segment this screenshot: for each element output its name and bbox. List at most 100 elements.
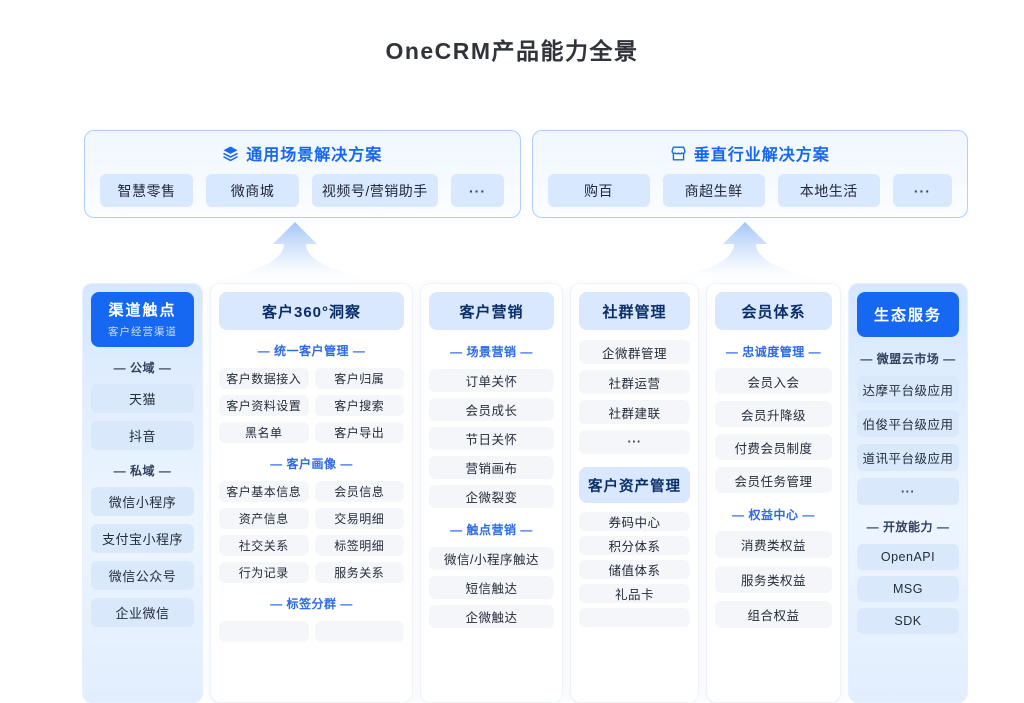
solution-item: 视频号/营销助手 <box>312 174 438 207</box>
capability-item: 交易明细 <box>314 508 404 529</box>
capability-item: 会员成长 <box>429 398 554 421</box>
vertical-solutions-panel: 垂直行业解决方案 购百 商超生鲜 本地生活 ··· <box>531 130 968 218</box>
capability-item: 社群运营 <box>579 370 690 394</box>
capability-item: 行为记录 <box>219 562 309 583</box>
item-list: 消费类权益 服务类权益 组合权益 <box>715 531 832 628</box>
capability-item: 服务类权益 <box>715 566 832 593</box>
up-arrow-right <box>670 222 820 280</box>
capability-item: 企业微信 <box>91 598 194 627</box>
capability-item: 天猫 <box>91 384 194 413</box>
item-grid: 客户数据接入 客户归属 客户资料设置 客户搜索 黑名单 客户导出 <box>219 368 404 443</box>
solution-item-more: ··· <box>892 174 952 207</box>
section-label: — 统一客户管理 — <box>257 344 366 358</box>
capability-item: 会员任务管理 <box>715 467 832 493</box>
capability-item-more: ··· <box>857 478 959 505</box>
capability-item: 伯俊平台级应用 <box>857 410 959 437</box>
capability-item: 付费会员制度 <box>715 434 832 460</box>
capability-item: 社群建联 <box>579 400 690 424</box>
capability-item: 会员入会 <box>715 368 832 394</box>
capability-item: 服务关系 <box>314 562 404 583</box>
capability-item: 抖音 <box>91 421 194 450</box>
capability-item: 组合权益 <box>715 601 832 628</box>
capability-item: 客户基本信息 <box>219 481 309 502</box>
column-header: 生态服务 <box>857 292 959 337</box>
capability-item: 企微触达 <box>429 605 554 628</box>
section-label: — 权益中心 — <box>732 508 815 522</box>
flow-arrows <box>220 222 820 280</box>
column-header-title: 客户资产管理 <box>579 467 690 503</box>
item-grid <box>219 621 404 642</box>
section-label: — 微盟云市场 — <box>860 352 956 366</box>
capability-item: 微信小程序 <box>91 487 194 516</box>
column-community-management: 社群管理 企微群管理 社群运营 社群建联 ··· 客户资产管理 券码中心 积分体… <box>570 283 699 703</box>
column-header-title: 会员体系 <box>715 292 832 330</box>
capability-item: 标签明细 <box>314 535 404 556</box>
solution-item: 购百 <box>547 174 650 207</box>
capability-item: 消费类权益 <box>715 531 832 558</box>
capability-item: 礼品卡 <box>579 584 690 603</box>
solution-item: 商超生鲜 <box>662 174 765 207</box>
vertical-solutions-header: 垂直行业解决方案 <box>548 142 953 164</box>
column-header-title: 客户营销 <box>429 292 554 330</box>
solution-items: 购百 商超生鲜 本地生活 ··· <box>547 174 952 207</box>
column-channel-touchpoints: 渠道触点 客户经营渠道 — 公域 — 天猫 抖音 — 私域 — 微信小程序 支付… <box>82 283 203 703</box>
capability-item-more: ··· <box>579 430 690 454</box>
capability-item: 达摩平台级应用 <box>857 376 959 403</box>
capability-item: 节日关怀 <box>429 427 554 450</box>
column-header-title: 生态服务 <box>873 307 942 324</box>
storefront-icon <box>670 145 687 162</box>
capability-item: 短信触达 <box>429 576 554 599</box>
capability-item: 资产信息 <box>219 508 309 529</box>
solution-items: 智慧零售 微商城 视频号/营销助手 ··· <box>100 174 505 207</box>
capability-item: 企微裂变 <box>429 485 554 508</box>
capability-item: 订单关怀 <box>429 369 554 392</box>
column-membership-system: 会员体系 — 忠诚度管理 — 会员入会 会员升降级 付费会员制度 会员任务管理 … <box>706 283 841 703</box>
panel-title: 垂直行业解决方案 <box>693 147 830 164</box>
capability-item: 客户导出 <box>314 422 404 443</box>
section-label: — 触点营销 — <box>450 523 533 537</box>
capability-item: 会员升降级 <box>715 401 832 427</box>
capability-item: MSG <box>857 576 959 602</box>
capability-item: 黑名单 <box>219 422 309 443</box>
item-list: 企微群管理 社群运营 社群建联 ··· <box>579 340 690 454</box>
capability-item: 积分体系 <box>579 536 690 555</box>
general-solutions-panel: 通用场景解决方案 智慧零售 微商城 视频号/营销助手 ··· <box>84 130 521 218</box>
capability-item: 营销画布 <box>429 456 554 479</box>
capability-item: 储值体系 <box>579 560 690 579</box>
capability-item: 客户搜索 <box>314 395 404 416</box>
solution-item: 本地生活 <box>777 174 880 207</box>
item-list: 券码中心 积分体系 储值体系 礼品卡 <box>579 512 690 627</box>
column-header: 渠道触点 客户经营渠道 <box>91 292 194 347</box>
capability-item: 社交关系 <box>219 535 309 556</box>
solutions-row: 通用场景解决方案 智慧零售 微商城 视频号/营销助手 ··· 垂直行业解决方案 … <box>84 130 968 218</box>
capability-item <box>219 621 309 642</box>
capability-item: 微信/小程序触达 <box>429 547 554 570</box>
section-label: — 客户画像 — <box>270 457 353 471</box>
section-label: — 场景营销 — <box>450 345 533 359</box>
capability-item: 客户资料设置 <box>219 395 309 416</box>
column-header-title: 社群管理 <box>579 292 690 330</box>
page-title: OneCRM产品能力全景 <box>385 38 639 64</box>
capability-item <box>314 621 404 642</box>
solution-item: 智慧零售 <box>100 174 193 207</box>
capability-item: 道讯平台级应用 <box>857 444 959 471</box>
capability-item: 客户归属 <box>314 368 404 389</box>
up-arrow-left <box>220 222 370 280</box>
column-customer-marketing: 客户营销 — 场景营销 — 订单关怀 会员成长 节日关怀 营销画布 企微裂变 —… <box>420 283 563 703</box>
capability-item: SDK <box>857 608 959 634</box>
capability-item: OpenAPI <box>857 544 959 570</box>
capability-item: 会员信息 <box>314 481 404 502</box>
column-header-subtitle: 客户经营渠道 <box>108 326 177 338</box>
column-header-title: 客户360°洞察 <box>219 292 404 330</box>
section-label: — 标签分群 — <box>270 597 353 611</box>
solution-item-more: ··· <box>450 174 505 207</box>
solution-item: 微商城 <box>206 174 299 207</box>
section-label: — 公域 — <box>113 361 172 375</box>
capability-item: 客户数据接入 <box>219 368 309 389</box>
item-list: OpenAPI MSG SDK <box>857 544 959 634</box>
column-header-title: 渠道触点 <box>108 302 177 319</box>
capability-item: 微信公众号 <box>91 561 194 590</box>
capability-item: 企微群管理 <box>579 340 690 364</box>
section-label: — 忠诚度管理 — <box>725 345 822 359</box>
item-grid: 客户基本信息 会员信息 资产信息 交易明细 社交关系 标签明细 行为记录 服务关… <box>219 481 404 583</box>
